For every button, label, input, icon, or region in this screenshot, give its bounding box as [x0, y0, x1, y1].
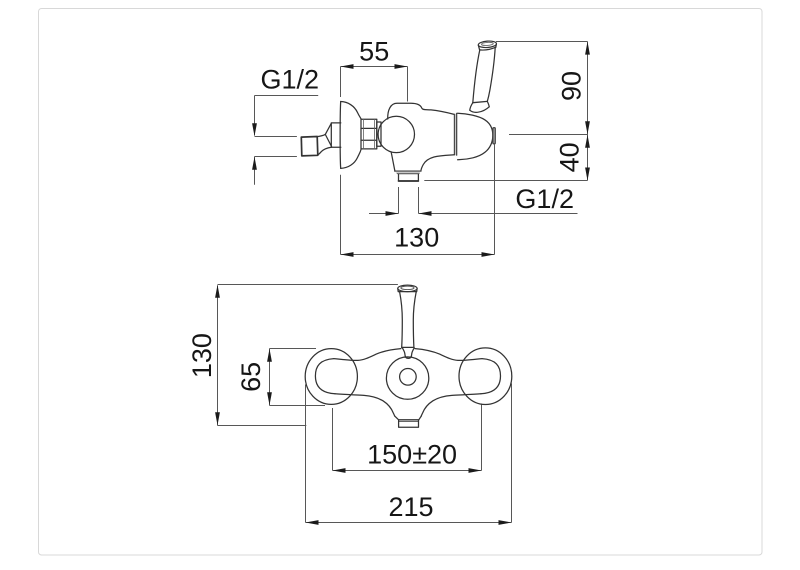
svg-text:55: 55 [359, 36, 389, 66]
svg-text:150±20: 150±20 [367, 440, 457, 470]
svg-text:40: 40 [555, 142, 585, 172]
svg-text:65: 65 [236, 362, 266, 392]
svg-text:G1/2: G1/2 [515, 184, 574, 214]
svg-text:130: 130 [187, 333, 217, 378]
svg-text:90: 90 [557, 71, 587, 101]
svg-text:130: 130 [394, 222, 439, 252]
svg-text:G1/2: G1/2 [261, 65, 320, 95]
svg-text:215: 215 [388, 492, 433, 522]
